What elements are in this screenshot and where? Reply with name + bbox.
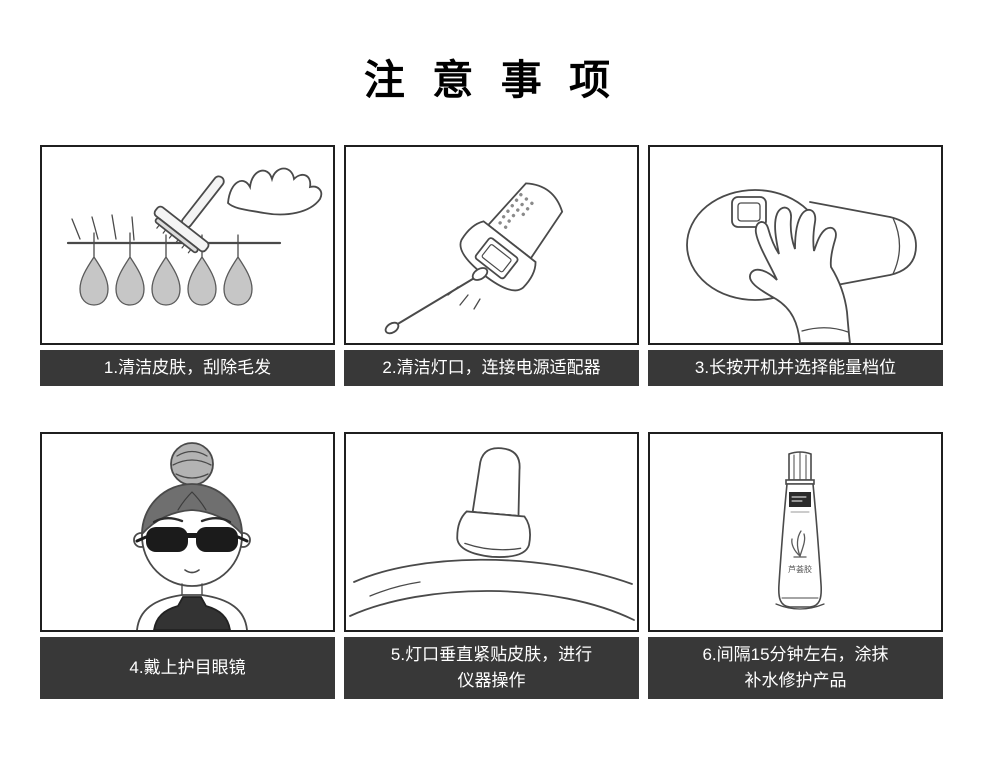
hair-bun-icon <box>170 442 214 488</box>
vent-dots <box>498 192 534 229</box>
hair-follicles-icon <box>79 232 253 306</box>
step-6-caption: 6.间隔15分钟左右，涂抹 补水修护产品 <box>648 637 943 699</box>
device-on-skin-illustration <box>349 447 635 621</box>
step-2-illustration <box>344 145 639 345</box>
step-panel-1: 1.清洁皮肤，刮除毛发 <box>40 145 335 386</box>
shaving-illustration <box>66 167 323 306</box>
goggles-icon <box>135 527 249 552</box>
step-4-caption: 4.戴上护目眼镜 <box>40 637 335 699</box>
razor-icon <box>153 175 225 254</box>
cotton-swab-icon <box>384 267 489 335</box>
step-6-illustration: 芦荟胶 <box>648 432 943 632</box>
step-panel-3: 3.长按开机并选择能量档位 <box>648 145 943 386</box>
clean-lamp-illustration <box>384 182 564 335</box>
steps-grid: 1.清洁皮肤，刮除毛发 <box>40 145 943 699</box>
tube-label-text: 芦荟胶 <box>788 564 812 574</box>
ipl-device-side-icon <box>456 447 531 558</box>
step-5-illustration <box>344 432 639 632</box>
girl-goggles-illustration <box>133 442 251 630</box>
skin-line <box>66 214 282 245</box>
page-title: 注 意 事 项 <box>363 57 619 103</box>
press-button-illustration <box>686 189 917 343</box>
step-1-illustration <box>40 145 335 345</box>
step-2-caption: 2.清洁灯口，连接电源适配器 <box>344 350 639 386</box>
tube-icon <box>775 451 825 610</box>
step-3-illustration <box>648 145 943 345</box>
girl-body <box>136 583 248 630</box>
gel-tube-illustration: 芦荟胶 <box>775 451 825 610</box>
skin-contour <box>349 558 635 621</box>
step-4-illustration <box>40 432 335 632</box>
step-panel-2: 2.清洁灯口，连接电源适配器 <box>344 145 639 386</box>
step-panel-4: 4.戴上护目眼镜 <box>40 432 335 699</box>
step-panel-5: 5.灯口垂直紧贴皮肤，进行 仪器操作 <box>344 432 639 699</box>
step-panel-6: 芦荟胶 6.间隔15分钟左右，涂抹 补水修护产品 <box>648 432 943 699</box>
step-1-caption: 1.清洁皮肤，刮除毛发 <box>40 350 335 386</box>
aloe-plant-icon <box>791 530 807 558</box>
hand-icon <box>227 167 323 216</box>
step-3-caption: 3.长按开机并选择能量档位 <box>648 350 943 386</box>
hand-icon <box>749 206 851 343</box>
step-5-caption: 5.灯口垂直紧贴皮肤，进行 仪器操作 <box>344 637 639 699</box>
